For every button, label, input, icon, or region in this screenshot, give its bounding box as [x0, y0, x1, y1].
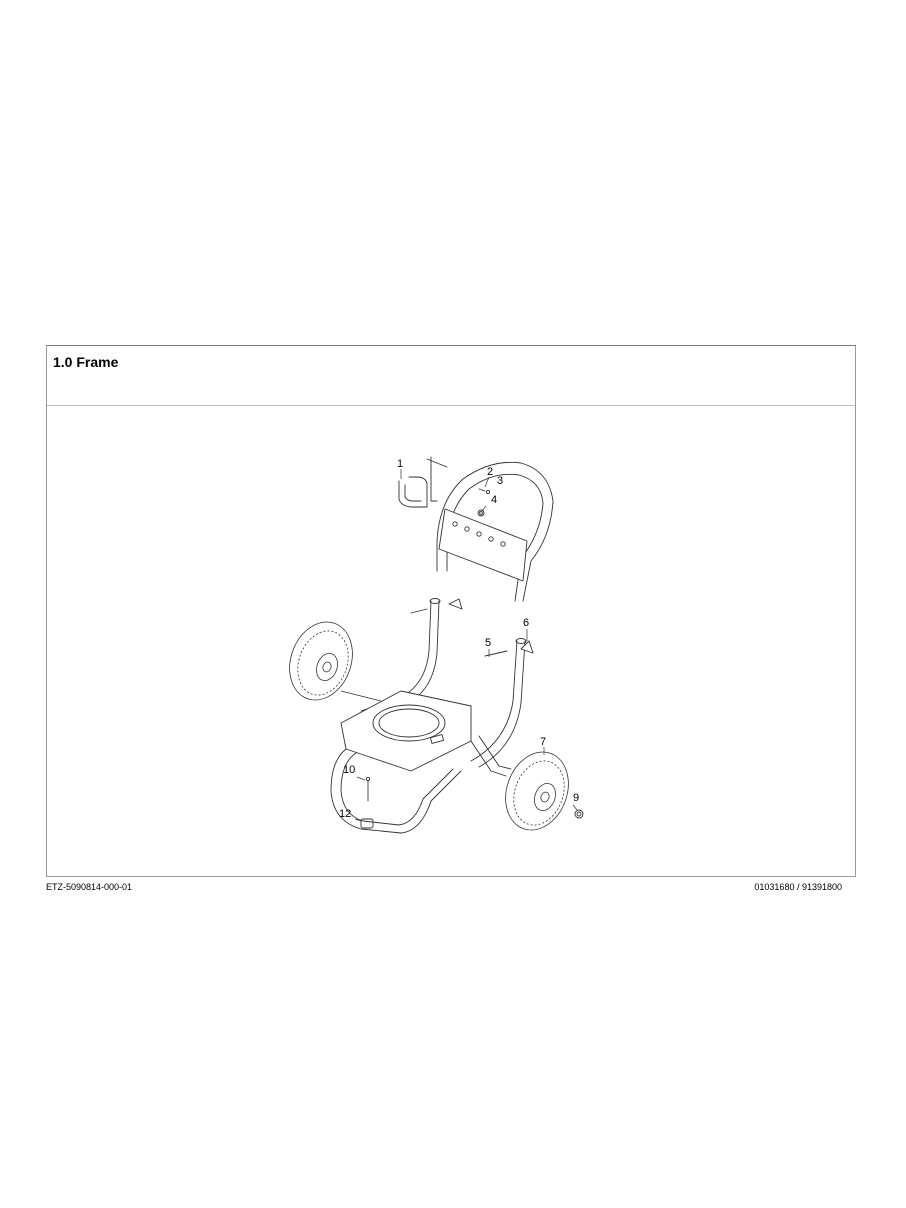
part-numbers: 01031680 / 91391800: [754, 882, 842, 892]
callout-5: 5: [485, 637, 491, 649]
left-wheel: [289, 621, 353, 701]
document-id: ETZ-5090814-000-01: [46, 882, 133, 892]
callout-7: 7: [540, 736, 546, 748]
callout-2: 2: [487, 466, 493, 478]
callout-12: 12: [339, 808, 351, 820]
parts-frame-panel: 1.0 Frame: [46, 345, 856, 877]
exploded-diagram: 1 2 3 4 5 6 7 9 10 12: [47, 406, 855, 877]
callout-10: 10: [343, 764, 355, 776]
callout-1: 1: [397, 458, 403, 470]
section-title: 1.0 Frame: [53, 354, 119, 370]
frame-diagram-svg: 1 2 3 4 5 6 7 9 10 12: [289, 456, 584, 834]
callout-9: 9: [573, 792, 579, 804]
callout-6: 6: [523, 617, 529, 629]
right-wheel: [505, 751, 569, 831]
section-header: 1.0 Frame: [47, 346, 855, 406]
callout-3: 3: [497, 475, 503, 487]
callout-4: 4: [491, 494, 497, 506]
